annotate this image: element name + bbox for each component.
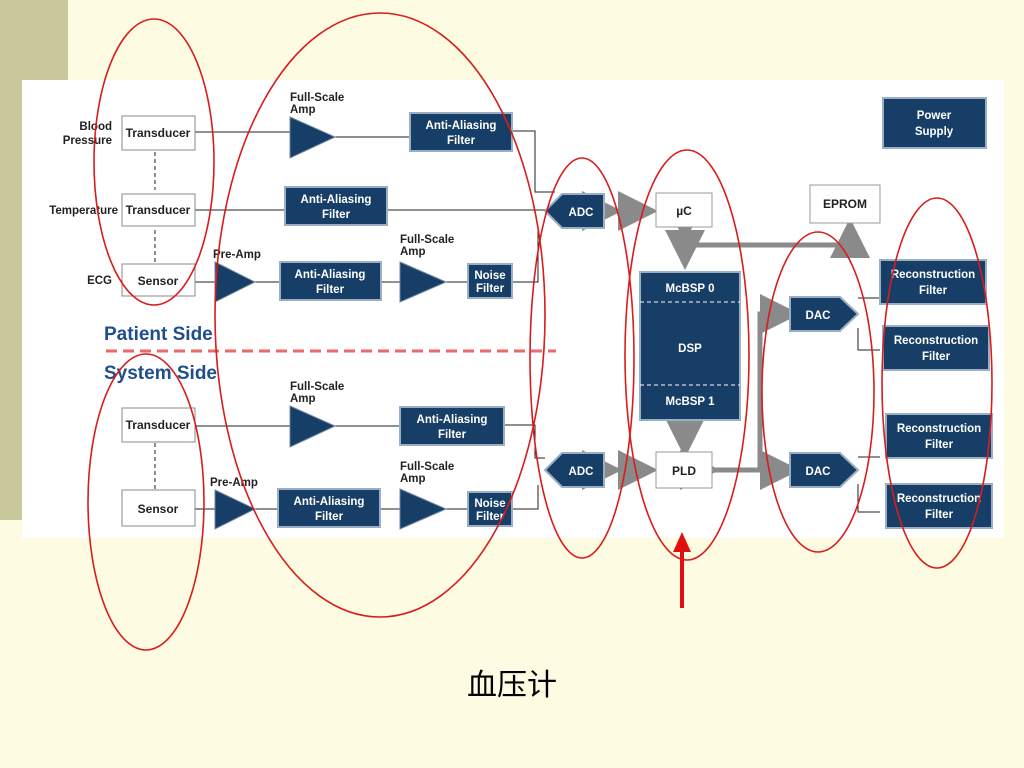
svg-text:Filter: Filter — [476, 511, 505, 523]
annotation-ellipse-recon — [881, 197, 993, 569]
anti-aliasing-filter-4: Anti-Aliasing Filter — [399, 406, 505, 446]
transducer-block-system: Transducer — [121, 407, 196, 443]
power-supply-block: Power Supply — [882, 97, 987, 149]
svg-text:Anti-Aliasing: Anti-Aliasing — [301, 194, 372, 206]
pre-amp-ecg: Pre-Amp — [213, 249, 261, 303]
svg-text:Transducer: Transducer — [126, 126, 191, 140]
svg-text:Filter: Filter — [315, 511, 344, 523]
input-label-pressure: Pressure — [63, 135, 112, 147]
svg-text:ADC: ADC — [569, 207, 594, 219]
svg-text:Anti-Aliasing: Anti-Aliasing — [417, 414, 488, 426]
adc-block-1: ADC — [543, 193, 605, 229]
input-label-ecg: ECG — [87, 275, 112, 287]
annotation-ellipse-dsp — [624, 149, 750, 561]
microcontroller-block: µC — [655, 192, 713, 228]
svg-text:EPROM: EPROM — [823, 197, 867, 211]
pld-block: PLD — [655, 451, 713, 489]
svg-text:DSP: DSP — [678, 343, 702, 355]
svg-text:Filter: Filter — [922, 351, 951, 363]
svg-text:Amp: Amp — [290, 393, 316, 405]
svg-text:Noise: Noise — [474, 498, 505, 510]
svg-text:McBSP 0: McBSP 0 — [665, 283, 714, 295]
dac-block-1: DAC — [789, 296, 860, 332]
svg-text:Full-Scale: Full-Scale — [290, 381, 344, 393]
full-scale-amp-2: Full-Scale Amp — [399, 234, 454, 303]
annotation-ellipse-adc — [529, 157, 635, 559]
transducer-block-bp: Transducer — [121, 115, 196, 151]
reconstruction-filter-1: Reconstruction Filter — [879, 259, 987, 305]
svg-text:Sensor: Sensor — [138, 274, 179, 288]
reconstruction-filter-4: Reconstruction Filter — [885, 483, 993, 529]
svg-text:Filter: Filter — [316, 284, 345, 296]
eprom-block: EPROM — [809, 184, 881, 224]
annotation-ellipses — [87, 12, 993, 651]
svg-text:Filter: Filter — [925, 439, 954, 451]
system-side-label: System Side — [104, 363, 217, 384]
svg-text:Noise: Noise — [474, 270, 505, 282]
annotation-ellipse-signal-chain — [214, 12, 546, 618]
svg-text:Anti-Aliasing: Anti-Aliasing — [426, 120, 497, 132]
transducer-block-temp: Transducer — [121, 193, 196, 227]
anti-aliasing-filter-3: Anti-Aliasing Filter — [279, 261, 382, 301]
svg-text:Reconstruction: Reconstruction — [897, 493, 981, 505]
svg-text:Pre-Amp: Pre-Amp — [210, 477, 258, 489]
sensor-block-system: Sensor — [121, 489, 196, 527]
svg-text:Filter: Filter — [919, 285, 948, 297]
slide-caption: 血压计 — [467, 668, 557, 703]
pre-amp-system: Pre-Amp — [210, 477, 258, 530]
svg-text:Full-Scale: Full-Scale — [290, 92, 344, 104]
svg-text:Sensor: Sensor — [138, 502, 179, 516]
reconstruction-filter-3: Reconstruction Filter — [885, 413, 993, 459]
dac-block-2: DAC — [789, 452, 860, 488]
svg-text:Amp: Amp — [290, 104, 316, 116]
dsp-block: McBSP 0 DSP McBSP 1 — [639, 271, 741, 421]
svg-text:Reconstruction: Reconstruction — [891, 269, 975, 281]
pointer-arrow — [673, 532, 691, 608]
svg-text:Filter: Filter — [447, 135, 476, 147]
reconstruction-filter-2: Reconstruction Filter — [882, 325, 990, 371]
svg-text:Filter: Filter — [925, 509, 954, 521]
anti-aliasing-filter-5: Anti-Aliasing Filter — [277, 488, 381, 528]
svg-text:Reconstruction: Reconstruction — [894, 335, 978, 347]
svg-text:ADC: ADC — [569, 466, 594, 478]
svg-text:Pre-Amp: Pre-Amp — [213, 249, 261, 261]
data-buses — [582, 191, 870, 490]
sensor-block-ecg: Sensor — [121, 263, 196, 297]
anti-aliasing-filter-2: Anti-Aliasing Filter — [284, 186, 388, 226]
svg-text:Power: Power — [917, 110, 952, 122]
svg-text:µC: µC — [676, 204, 692, 218]
svg-text:Full-Scale: Full-Scale — [400, 461, 454, 473]
svg-text:Amp: Amp — [400, 246, 426, 258]
svg-text:Anti-Aliasing: Anti-Aliasing — [295, 269, 366, 281]
svg-text:Amp: Amp — [400, 473, 426, 485]
annotation-ellipse-inputs-bottom — [87, 353, 205, 651]
input-label-temperature: Temperature — [49, 205, 118, 217]
svg-text:Reconstruction: Reconstruction — [897, 423, 981, 435]
svg-text:McBSP 1: McBSP 1 — [665, 396, 715, 408]
patient-side-label: Patient Side — [104, 324, 213, 345]
adc-block-2: ADC — [543, 452, 605, 488]
noise-filter-2: Noise Filter — [467, 491, 513, 527]
annotation-ellipse-dac — [761, 231, 875, 553]
signal-wires — [154, 130, 880, 513]
noise-filter-1: Noise Filter — [467, 263, 513, 299]
svg-text:Full-Scale: Full-Scale — [400, 234, 454, 246]
svg-text:Filter: Filter — [476, 283, 505, 295]
full-scale-amp-4: Full-Scale Amp — [399, 461, 454, 530]
svg-text:Transducer: Transducer — [126, 418, 191, 432]
svg-text:Filter: Filter — [438, 429, 467, 441]
full-scale-amp-1: Full-Scale Amp — [289, 92, 344, 159]
svg-text:Transducer: Transducer — [126, 203, 191, 217]
svg-text:DAC: DAC — [806, 466, 831, 478]
svg-text:DAC: DAC — [806, 310, 831, 322]
svg-text:Anti-Aliasing: Anti-Aliasing — [294, 496, 365, 508]
svg-text:PLD: PLD — [672, 464, 696, 478]
annotation-ellipse-inputs-top — [93, 18, 215, 306]
svg-text:Filter: Filter — [322, 209, 351, 221]
svg-text:Supply: Supply — [915, 126, 954, 138]
anti-aliasing-filter-1: Anti-Aliasing Filter — [409, 112, 513, 152]
full-scale-amp-3: Full-Scale Amp — [289, 381, 344, 448]
